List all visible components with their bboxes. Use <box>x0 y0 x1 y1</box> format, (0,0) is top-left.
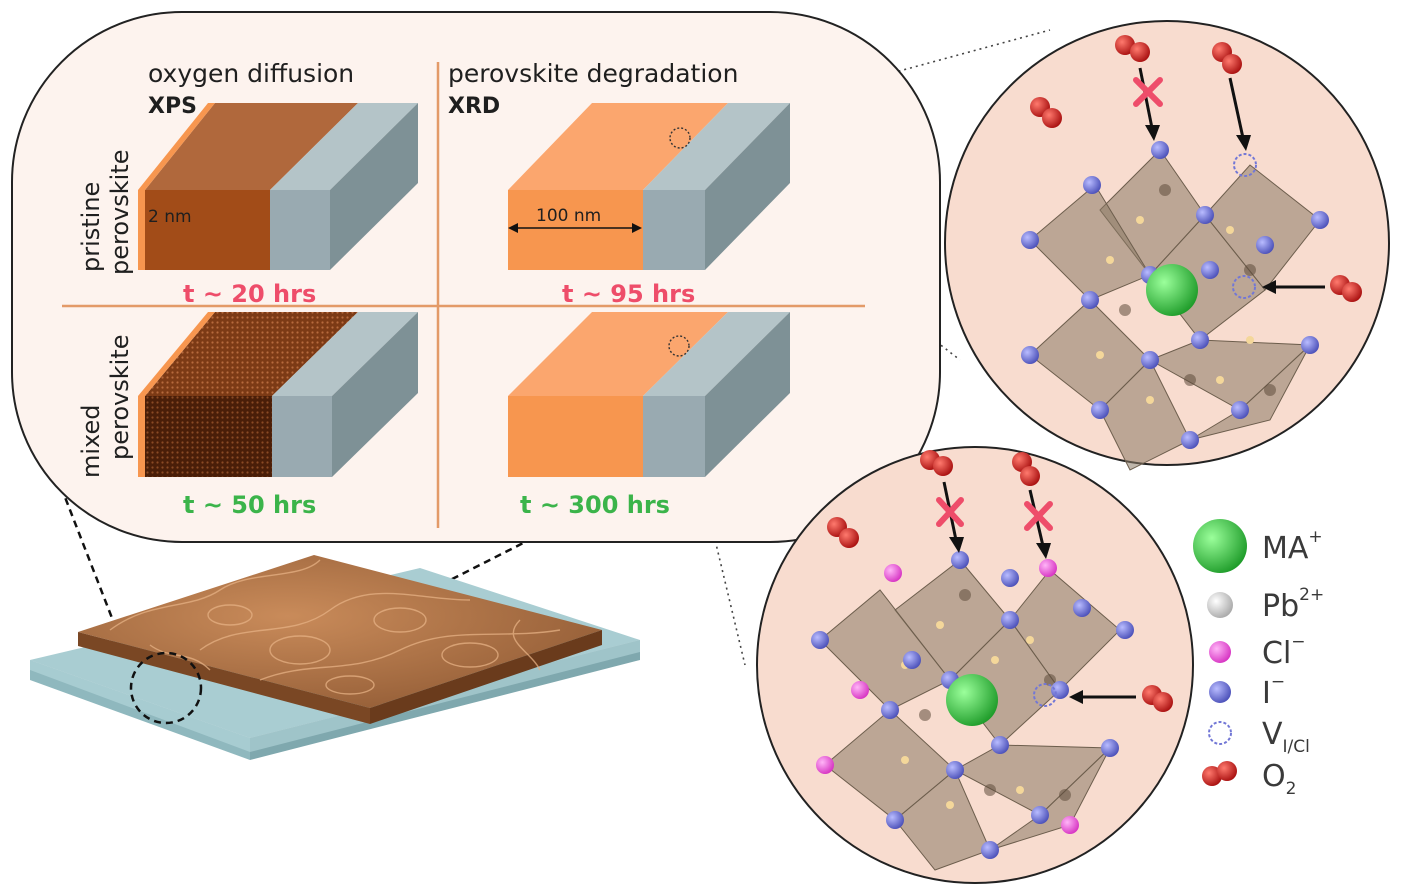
ma-legend-icon <box>1193 519 1247 573</box>
legend-i: I− <box>1262 672 1285 711</box>
vacancy-legend-icon <box>1208 721 1232 745</box>
thickness-label: 2 nm <box>148 207 192 227</box>
row2-label-b: perovskite <box>106 335 134 460</box>
block-mixed-xps <box>138 312 418 477</box>
legend-o2: O2 <box>1262 759 1296 799</box>
film-sample <box>30 555 640 760</box>
pb-legend-icon <box>1207 592 1233 618</box>
row1-label-a: pristine <box>77 182 105 272</box>
block-mixed-xrd <box>508 312 790 477</box>
col1-title: oxygen diffusion <box>148 59 354 88</box>
time-mixed-xrd: t ~ 300 hrs <box>520 491 670 519</box>
row2-label-a: mixed <box>77 404 105 478</box>
crystal-pristine-circle <box>944 20 1390 471</box>
legend-cl: Cl− <box>1262 632 1306 671</box>
comparison-panel: oxygen diffusion XPS perovskite degradat… <box>11 11 941 543</box>
legend-vacancy: VI/Cl <box>1262 717 1310 757</box>
legend-pb: Pb2+ <box>1262 585 1324 624</box>
time-pristine-xps: t ~ 20 hrs <box>183 280 316 308</box>
time-pristine-xrd: t ~ 95 hrs <box>562 280 695 308</box>
crystal-mixed-circle <box>756 446 1194 884</box>
blocked-mark-top <box>1133 77 1163 107</box>
legend: MA+ Pb2+ Cl− I− VI/Cl O2 <box>1193 519 1324 799</box>
blocked-marks-bottom <box>936 497 1053 531</box>
col2-method: XRD <box>448 94 500 119</box>
o2-molecules-bottom <box>827 450 1173 712</box>
time-mixed-xps: t ~ 50 hrs <box>183 491 316 519</box>
width-label: 100 nm <box>536 206 601 226</box>
legend-ma: MA+ <box>1262 527 1323 566</box>
col1-method: XPS <box>148 94 197 119</box>
col2-title: perovskite degradation <box>448 59 738 88</box>
i-legend-icon <box>1209 681 1231 703</box>
o2-legend-icon <box>1202 761 1237 786</box>
row1-label-b: perovskite <box>106 150 134 275</box>
block-pristine-xrd: 100 nm <box>508 103 790 270</box>
o2-molecules-top <box>1030 35 1362 302</box>
block-pristine-xps: 2 nm <box>138 103 418 270</box>
cl-legend-icon <box>1209 641 1231 663</box>
